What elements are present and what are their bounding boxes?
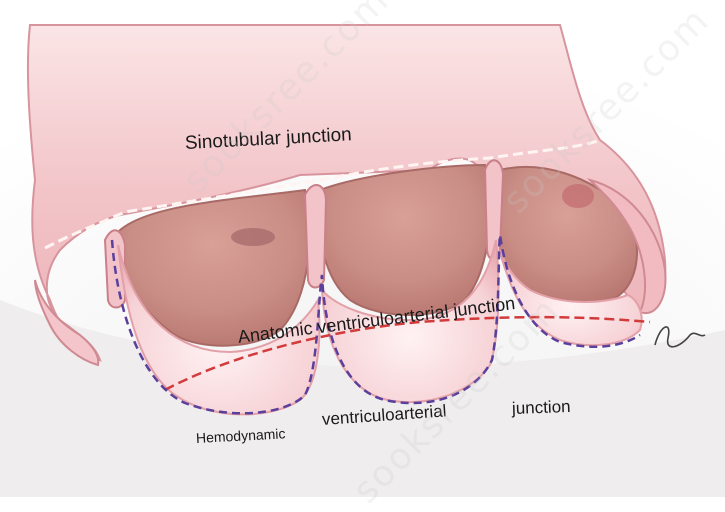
coronary-ostium-right	[562, 184, 594, 208]
coronary-ostium-left	[231, 228, 275, 246]
hemodynamic-label-part3: junction	[512, 397, 571, 419]
commissure-middle	[305, 185, 326, 288]
middle-sinus	[319, 165, 490, 315]
